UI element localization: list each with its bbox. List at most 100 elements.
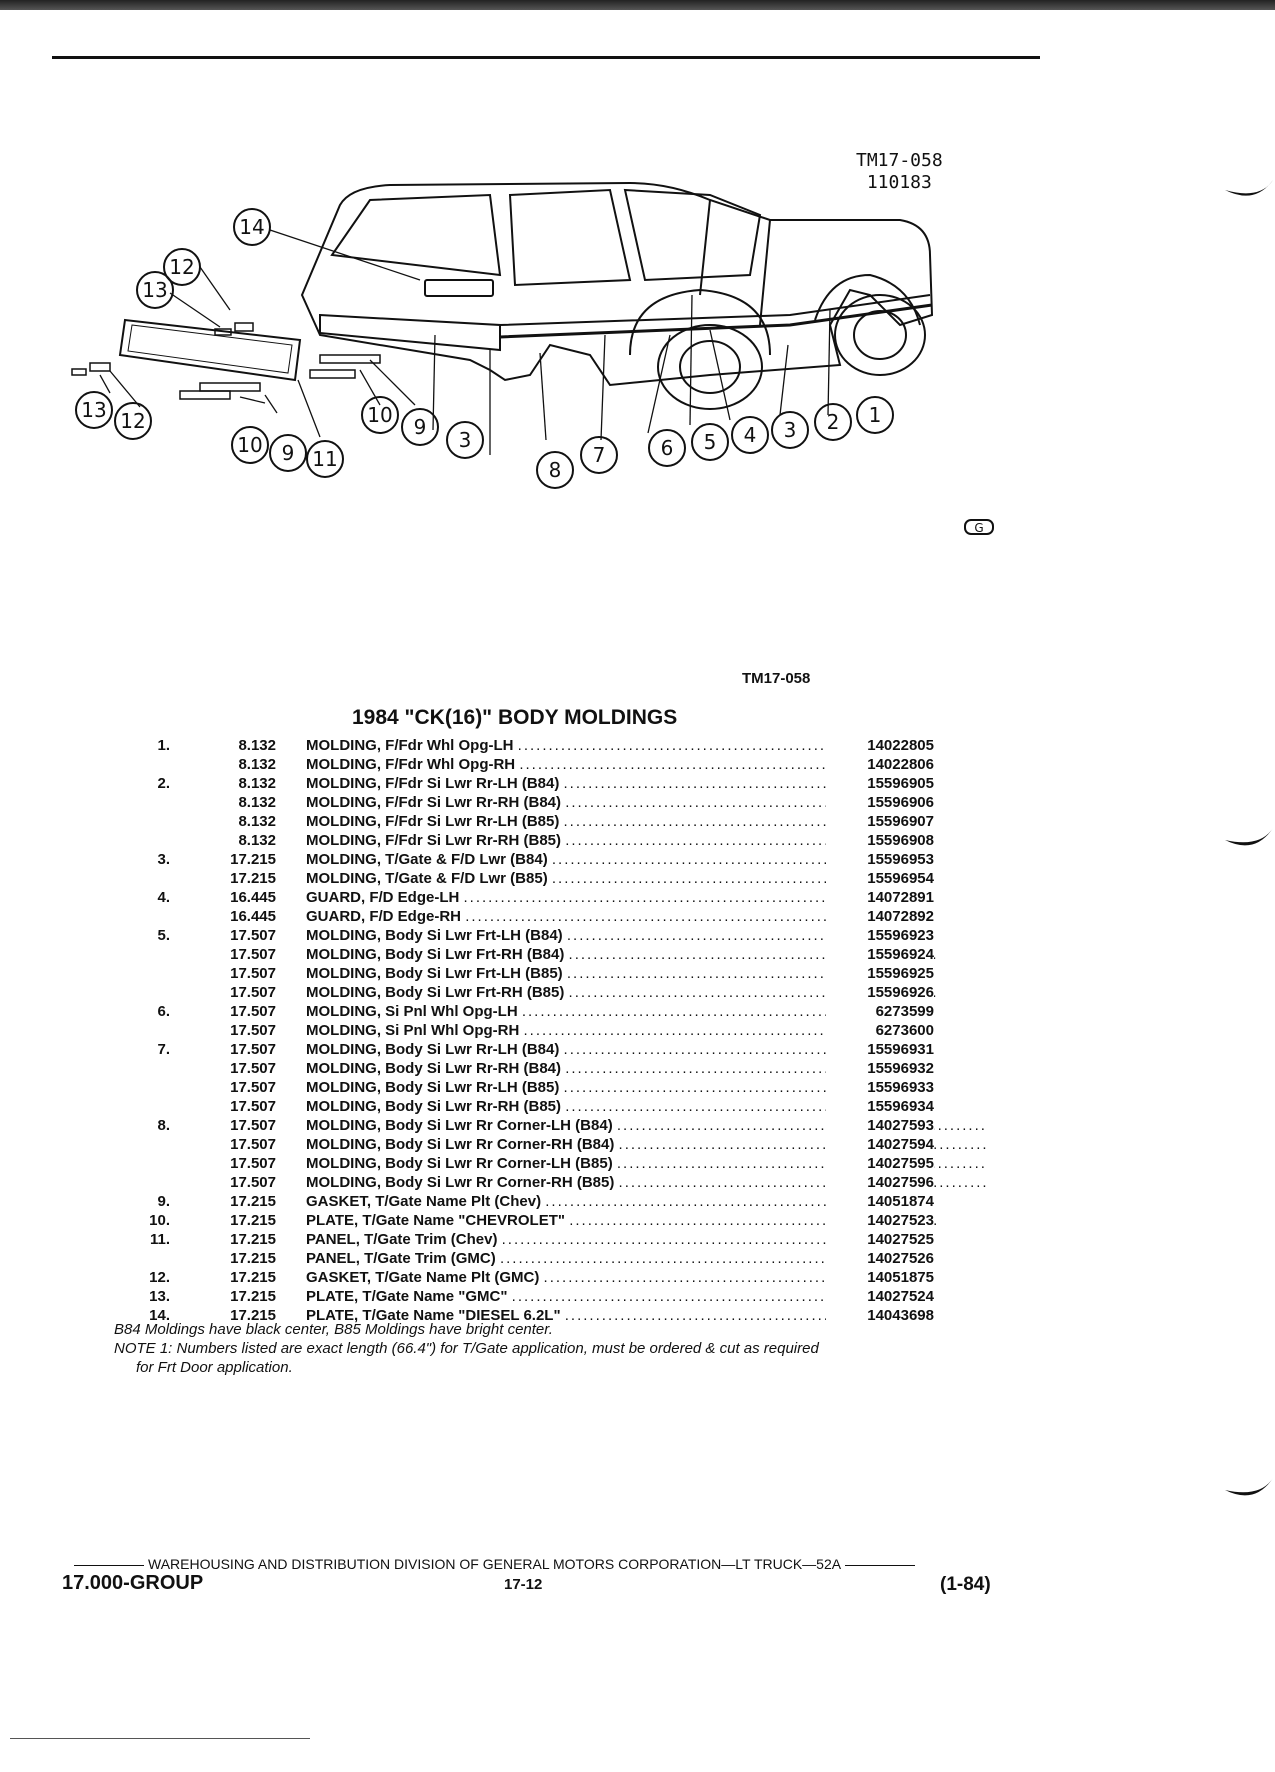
part-detail: F/D Edge-LH [369, 889, 460, 906]
part-name: PANEL, [306, 1231, 360, 1248]
part-name: MOLDING, [306, 1155, 381, 1172]
part-number: 14022805 [826, 736, 934, 755]
part-number: 15596908 [826, 831, 934, 850]
item-number: 7. [157, 1041, 170, 1058]
svg-text:8: 8 [549, 458, 562, 482]
svg-text:14: 14 [239, 215, 264, 239]
group-number: 17.507 [230, 946, 276, 963]
item-number: 6. [157, 1003, 170, 1020]
svg-text:12: 12 [169, 255, 194, 279]
callout-2: 2 [814, 403, 852, 441]
group-number: 16.445 [230, 889, 276, 906]
part-description: PLATE, T/Gate Name "GMC" ...............… [306, 1287, 936, 1306]
part-number: 15596923 [826, 926, 934, 945]
part-description: GUARD, F/D Edge-RH .....................… [306, 907, 936, 926]
part-number: 15596933 [826, 1078, 934, 1097]
part-number: 14027596 [826, 1173, 934, 1192]
group-number: 8.132 [238, 756, 276, 773]
group-number: 17.507 [230, 1041, 276, 1058]
part-name: MOLDING, [306, 1003, 381, 1020]
footer-date: (1-84) [940, 1574, 991, 1595]
svg-text:3: 3 [459, 428, 472, 452]
group-number: 8.132 [238, 794, 276, 811]
part-number: 14027526 [826, 1249, 934, 1268]
part-number: 14027594 [826, 1135, 934, 1154]
part-name: MOLDING, [306, 851, 381, 868]
nameplates [71, 322, 381, 400]
bottom-rule [10, 1738, 310, 1739]
note-moldings: B84 Moldings have black center, B85 Mold… [114, 1321, 553, 1338]
footer-page-number: 17-12 [504, 1576, 543, 1593]
item-number: 8. [157, 1117, 170, 1134]
leader-dots: ........................................… [463, 889, 834, 906]
item-number: 5. [157, 927, 170, 944]
part-detail: Body Si Lwr Rr Corner-LH (B85) [385, 1155, 613, 1172]
part-detail: F/Fdr Whl Opg-RH [385, 756, 516, 773]
part-detail: Body Si Lwr Frt-LH (B85) [385, 965, 563, 982]
svg-text:7: 7 [593, 443, 606, 467]
footer-group: 17.000-GROUP [62, 1572, 204, 1594]
group-number: 17.507 [230, 984, 276, 1001]
callout-9-lower: 9 [269, 434, 307, 472]
group-number: 17.507 [230, 965, 276, 982]
part-number: 14051875 [826, 1268, 934, 1287]
callout-leaders [99, 229, 831, 455]
item-number: 1. [157, 737, 170, 754]
part-number: 14051874 [826, 1192, 934, 1211]
callout-13-lower: 13 [75, 391, 113, 429]
callout-14: 14 [233, 208, 271, 246]
figure-label: TM17-058 [742, 670, 811, 687]
group-number: 17.215 [230, 1231, 276, 1248]
binder-mark-3 [1225, 1478, 1273, 1496]
part-number: 15596934 [826, 1097, 934, 1116]
callout-3-left: 3 [446, 421, 484, 459]
part-detail: Body Si Lwr Rr Corner-RH (B85) [385, 1174, 615, 1191]
part-detail: Body Si Lwr Frt-LH (B84) [385, 927, 563, 944]
callout-5: 5 [691, 423, 729, 461]
part-description: MOLDING, F/Fdr Whl Opg-LH ..............… [306, 736, 936, 755]
part-name: MOLDING, [306, 794, 381, 811]
part-detail: T/Gate Trim (Chev) [364, 1231, 498, 1248]
truck-diagram: 14 12 13 13 12 10 9 11 10 9 3 8 7 6 5 4 … [71, 181, 994, 535]
part-detail: F/Fdr Si Lwr Rr-LH (B84) [385, 775, 560, 792]
part-number: 14072892 [826, 907, 934, 926]
part-name: GUARD, [306, 908, 366, 925]
part-description: GASKET, T/Gate Name Plt (GMC) ..........… [306, 1268, 936, 1287]
part-number: 14043698 [826, 1306, 934, 1325]
group-number: 17.507 [230, 1098, 276, 1115]
part-description: PANEL, T/Gate Trim (Chev) ..............… [306, 1230, 936, 1249]
part-number: 6273600 [826, 1021, 934, 1040]
part-number: 15596924 [826, 945, 934, 964]
part-detail: Body Si Lwr Frt-RH (B85) [385, 984, 565, 1001]
callout-3-right: 3 [771, 411, 809, 449]
part-description: PANEL, T/Gate Trim (GMC) ...............… [306, 1249, 936, 1268]
svg-text:9: 9 [282, 441, 295, 465]
binder-mark-2 [1225, 828, 1273, 846]
svg-text:10: 10 [237, 433, 262, 457]
group-number: 17.507 [230, 1022, 276, 1039]
part-detail: F/Fdr Si Lwr Rr-LH (B85) [385, 813, 560, 830]
part-detail: T/Gate Trim (GMC) [364, 1250, 496, 1267]
group-number: 17.215 [230, 870, 276, 887]
part-name: MOLDING, [306, 870, 381, 887]
group-number: 17.215 [230, 1250, 276, 1267]
part-detail: T/Gate Name "GMC" [362, 1288, 508, 1305]
figure-code: TM17-058 110183 [856, 150, 943, 194]
part-description: MOLDING, Si Pnl Whl Opg-LH .............… [306, 1002, 936, 1021]
part-detail: F/D Edge-RH [369, 908, 462, 925]
callout-12-lower: 12 [114, 402, 152, 440]
group-number: 17.507 [230, 1174, 276, 1191]
part-name: MOLDING, [306, 813, 381, 830]
svg-text:1: 1 [869, 403, 882, 427]
callout-8: 8 [536, 451, 574, 489]
svg-text:G: G [974, 521, 983, 535]
group-number: 17.507 [230, 1060, 276, 1077]
leader-dots: ........................................… [499, 1250, 870, 1267]
part-name: MOLDING, [306, 946, 381, 963]
group-number: 8.132 [238, 832, 276, 849]
leader-dots: ........................................… [511, 1288, 882, 1305]
item-number: 12. [149, 1269, 170, 1286]
svg-text:10: 10 [367, 403, 392, 427]
part-name: MOLDING, [306, 1174, 381, 1191]
part-detail: Body Si Lwr Rr-LH (B84) [385, 1041, 560, 1058]
